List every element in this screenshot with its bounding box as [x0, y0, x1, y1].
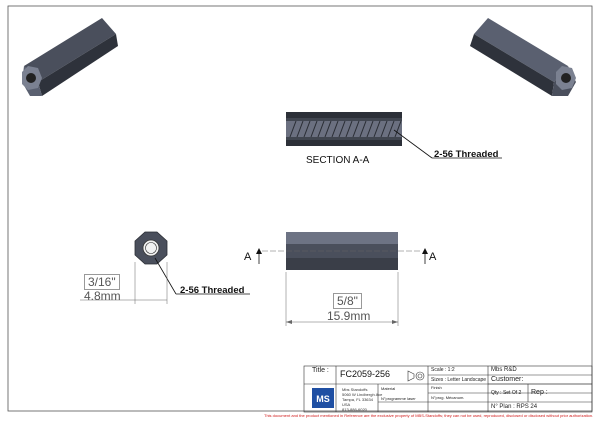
part-number: FC2059-256 — [340, 369, 391, 379]
plan-number-field: N° Plan : RPS 24 — [491, 404, 538, 410]
address-line: 5060 W Lindbergh Ave — [342, 392, 383, 397]
title-label: Title : — [312, 367, 329, 374]
section-marker-right: A — [429, 251, 437, 263]
address-line: USA — [342, 402, 351, 407]
logo-lettering: MS — [316, 394, 330, 404]
hex-end-view — [80, 231, 250, 304]
prog-mecanum-field: N°prog. Mécanum. — [431, 395, 465, 400]
section-marker-left: A — [244, 251, 252, 263]
hex-dim-mm: 4.8mm — [84, 289, 121, 303]
side-view — [256, 232, 428, 326]
qty-field: Qty : Set Of 2 — [491, 390, 522, 396]
address-line: 813-886-6020 — [342, 407, 367, 412]
iso-view-right — [470, 18, 576, 96]
company-logo: MS — [312, 388, 334, 408]
company-address: Mbs Standoffs 5060 W Lindbergh Ave Tampa… — [342, 387, 382, 412]
address-line: Mbs Standoffs — [342, 387, 368, 392]
section-view — [286, 112, 502, 159]
iso-view-left — [22, 18, 118, 96]
footer-notice: This document and the product mentioned … — [264, 413, 594, 418]
material-field: Material — [381, 386, 396, 391]
programme-field: N°programme laser — [381, 396, 416, 401]
sheet-border — [7, 5, 593, 412]
sizes-field: Sizes : Letter Landscape — [431, 377, 487, 383]
title-block-frame — [303, 365, 593, 413]
section-label: SECTION A-A — [306, 155, 370, 166]
section-leader-line — [393, 129, 433, 159]
thread-callout-section: 2-56 Threaded — [434, 149, 499, 160]
rep-field: Rep : — [531, 389, 548, 396]
finish-field: Finish — [431, 385, 442, 390]
address-line: Tampa, FL 33634 — [342, 397, 373, 402]
company-field: Mbs R&D — [491, 367, 517, 373]
thread-callout-hex: 2-56 Threaded — [180, 285, 245, 296]
hex-dim-inches: 3/16" — [84, 274, 120, 290]
scale-field: Scale : 1:2 — [431, 367, 455, 373]
length-dim-mm: 15.9mm — [327, 309, 371, 323]
length-dim-inches: 5/8" — [333, 293, 362, 309]
customer-field: Customer: — [491, 376, 524, 383]
hex-leader-line — [154, 257, 177, 295]
projection-symbol — [407, 370, 425, 382]
